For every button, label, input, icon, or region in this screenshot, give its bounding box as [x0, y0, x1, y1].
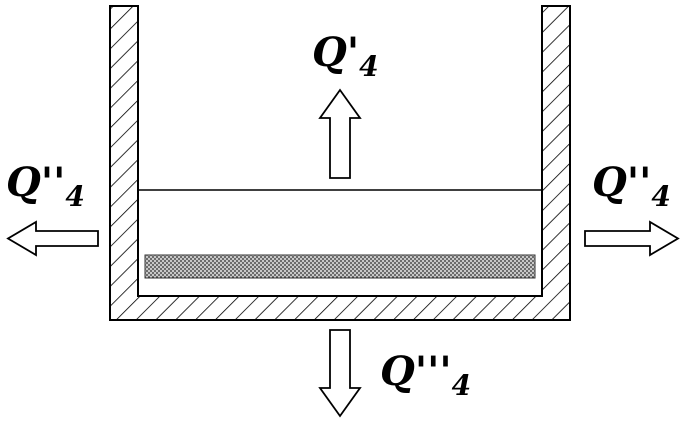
arrow-up-icon — [318, 88, 362, 179]
label-bottom: Q'''4 — [380, 348, 471, 402]
label-right: Q''4 — [592, 159, 671, 213]
arrow-left-icon — [6, 220, 99, 257]
label-top: Q'4 — [312, 29, 379, 83]
container-wall — [109, 5, 571, 321]
arrow-down-icon — [318, 329, 362, 418]
bottom-layer — [144, 254, 536, 279]
label-left: Q''4 — [6, 159, 85, 213]
arrow-right-icon — [584, 220, 680, 257]
